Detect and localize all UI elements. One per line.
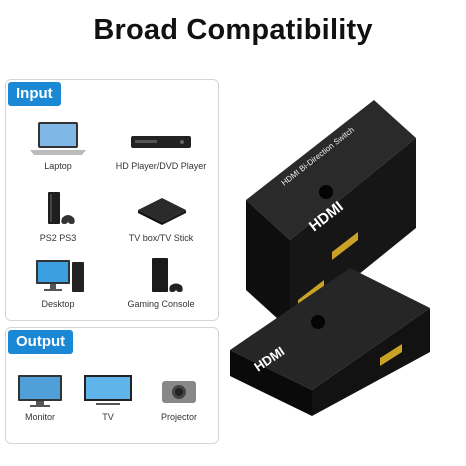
laptop-icon	[30, 122, 86, 155]
output-tag: Output	[8, 330, 74, 354]
desktop-computer-icon	[36, 260, 84, 292]
input-item-laptop: Laptop	[18, 120, 98, 171]
gaming-console-icon	[152, 258, 183, 292]
input-item-tvbox: TV box/TV Stick	[106, 190, 216, 243]
hdmi-switch-illustration: HDMI Bi-Direction Switch HDMI HDMI	[230, 100, 430, 416]
input-item-dvd: HD Player/DVD Player	[106, 120, 216, 171]
projector-icon	[162, 381, 196, 403]
output-item-projector: Projector	[146, 373, 212, 422]
input-item-label: Laptop	[44, 161, 72, 171]
top-switch-unit: HDMI Bi-Direction Switch HDMI	[246, 100, 416, 330]
input-panel: Input Laptop HD Player/DVD Player PS2 PS…	[5, 79, 219, 321]
input-item-label: HD Player/DVD Player	[115, 161, 207, 171]
output-item-label: Projector	[160, 412, 197, 422]
output-item-monitor: Monitor	[10, 373, 70, 422]
input-item-label: TV box/TV Stick	[128, 233, 194, 243]
input-item-label: Gaming Console	[127, 299, 195, 309]
tv-icon	[84, 375, 132, 405]
monitor-icon	[18, 375, 62, 407]
page-title: Broad Compatibility	[93, 14, 373, 46]
bottom-switch-button	[311, 315, 325, 329]
input-tag: Input	[8, 82, 61, 106]
tv-box-icon	[138, 198, 186, 225]
bottom-switch-unit: HDMI	[230, 268, 430, 416]
output-item-tv: TV	[78, 373, 138, 422]
input-item-label: PS2 PS3	[39, 233, 77, 243]
top-switch-button	[319, 185, 333, 199]
ps3-console-icon	[48, 192, 75, 224]
hdmi-port-icon	[380, 344, 402, 366]
output-item-label: TV	[102, 412, 114, 422]
output-panel: Output Monitor TV Projector	[5, 327, 219, 444]
input-item-desktop: Desktop	[18, 256, 98, 309]
output-item-label: Monitor	[24, 412, 55, 422]
input-item-gaming: Gaming Console	[106, 256, 216, 309]
input-item-ps: PS2 PS3	[18, 190, 98, 243]
hdmi-port-icon	[332, 232, 358, 260]
input-item-label: Desktop	[41, 299, 75, 309]
dvd-player-icon	[131, 136, 191, 148]
